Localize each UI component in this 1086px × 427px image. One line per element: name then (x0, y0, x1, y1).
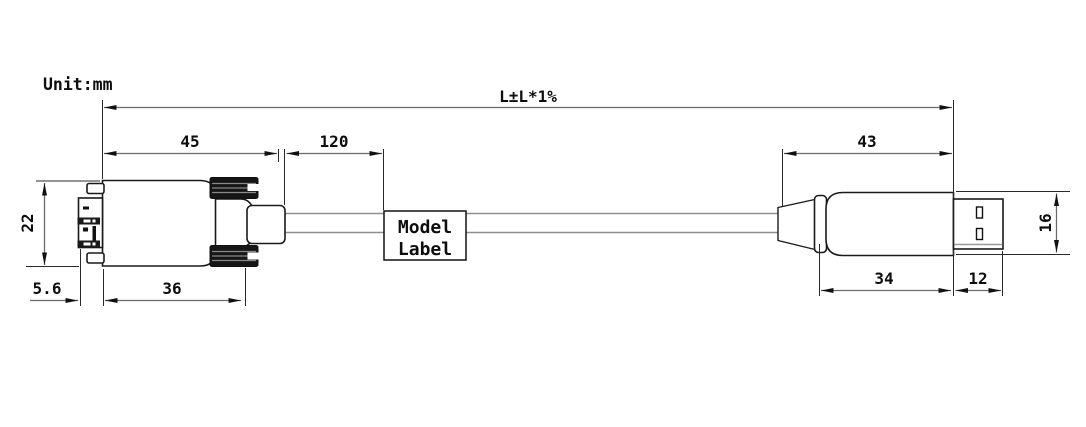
dim-left-height: 22 (18, 180, 100, 267)
dsub-pins (77, 206, 100, 248)
dim-left-body: 36 (105, 268, 246, 306)
dim-usb-height-value: 16 (1036, 213, 1055, 232)
usb-connector (777, 191, 1004, 257)
dim-connector-to-label-value: 120 (320, 132, 349, 151)
dsub-screw-tab-top (86, 182, 105, 195)
usb-collar (813, 194, 828, 254)
dim-right-connector: 43 (782, 132, 952, 206)
usb-strain-relief (777, 198, 818, 251)
usb-contact-window-bottom (975, 227, 984, 241)
thumbscrew-top (209, 177, 259, 199)
dsub-screw-tab-bottom (86, 252, 105, 264)
dim-usb-shell: 12 (955, 251, 1003, 296)
dim-overall-length-value: L±L*1% (499, 87, 557, 106)
dim-right-connector-value: 43 (857, 132, 876, 151)
cable-right-segment (466, 212, 779, 234)
dim-left-body-value: 36 (162, 279, 181, 298)
dsub-cable-entry (246, 204, 286, 245)
dim-overall-length: L±L*1% (102, 87, 954, 198)
cable-left-segment (284, 212, 384, 234)
dim-usb-body: 34 (819, 244, 954, 296)
dsub-body (101, 179, 217, 267)
unit-label: Unit:mm (43, 75, 113, 94)
dim-left-height-value: 22 (18, 213, 37, 232)
dim-usb-shell-value: 12 (968, 269, 987, 288)
dim-left-connector-value: 45 (180, 132, 199, 151)
dim-left-connector: 45 (104, 132, 279, 162)
dim-face-depth-value: 5.6 (33, 279, 62, 298)
usb-contact-window-top (975, 206, 984, 219)
model-label-line1: Model (398, 217, 452, 238)
dim-usb-body-value: 34 (874, 269, 893, 288)
dim-face-depth: 5.6 (30, 249, 104, 306)
usb-shell (952, 198, 1004, 250)
model-label-line2: Label (398, 239, 452, 260)
model-label-box: Model Label (383, 210, 467, 261)
thumbscrew-bottom (209, 245, 259, 267)
usb-body (825, 191, 955, 257)
dim-connector-to-label: 120 (284, 132, 384, 210)
dim-usb-height: 16 (956, 191, 1070, 255)
dsub-connector (77, 177, 286, 267)
